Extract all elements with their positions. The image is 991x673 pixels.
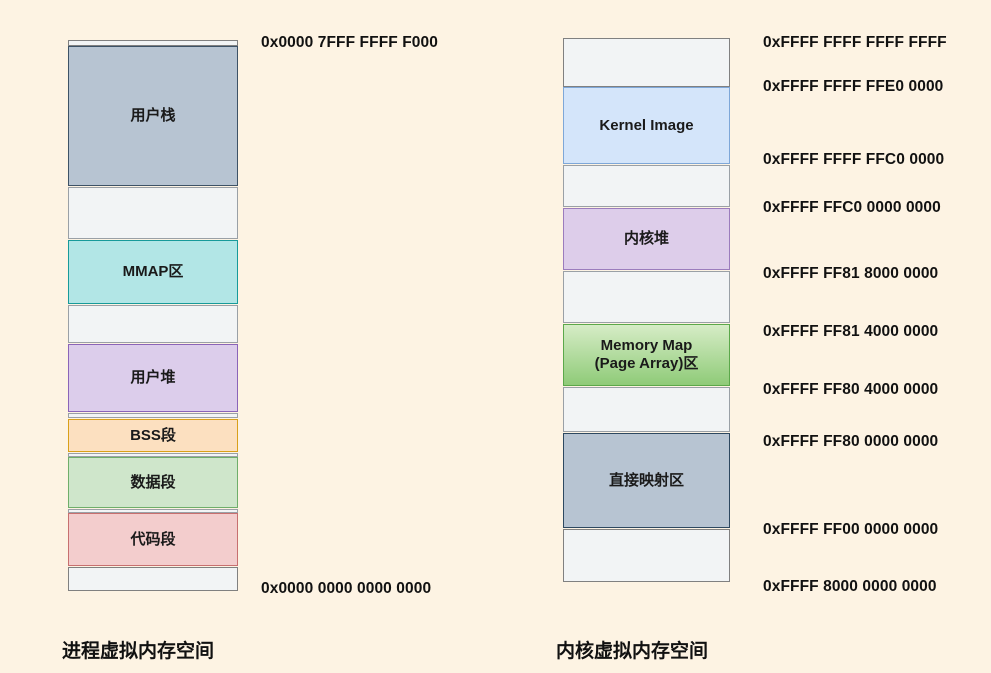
memory-gap-block: [563, 529, 730, 582]
address-label: 0x0000 0000 0000 0000: [261, 580, 432, 597]
memory-gap-block: [563, 165, 730, 207]
memory-gap-block: [68, 453, 238, 457]
memory-region-block: 内核堆: [563, 208, 730, 270]
memory-region-label: 内核堆: [623, 230, 669, 247]
memory-region-block: 数据段: [68, 457, 238, 508]
process-column-title: 进程虚拟内存空间: [62, 641, 215, 662]
memory-region-label: BSS段: [130, 426, 176, 444]
address-label: 0xFFFF FFFF FFC0 0000: [763, 151, 945, 168]
memory-region-label: 直接映射区: [608, 471, 684, 489]
memory-region-label: 代码段: [130, 530, 176, 548]
memory-region-label: MMAP区: [122, 263, 184, 280]
address-label: 0xFFFF FFFF FFE0 0000: [763, 78, 944, 95]
memory-region-block: Kernel Image: [563, 87, 730, 164]
kernel-column-title: 内核虚拟内存空间: [556, 641, 709, 662]
address-label: 0xFFFF FF81 4000 0000: [763, 323, 939, 340]
memory-gap-block: [68, 509, 238, 513]
address-label: 0xFFFF FFC0 0000 0000: [763, 199, 941, 216]
address-label: 0xFFFF FF80 0000 0000: [763, 433, 939, 450]
address-label: 0xFFFF FFFF FFFF FFFF: [763, 34, 947, 51]
memory-region-block: BSS段: [68, 419, 238, 452]
address-label: 0xFFFF FF80 4000 0000: [763, 381, 939, 398]
memory-gap-block: [68, 40, 238, 46]
address-label: 0x0000 7FFF FFFF F000: [261, 34, 438, 51]
memory-region-label: 用户栈: [130, 107, 176, 124]
address-label: 0xFFFF FF81 8000 0000: [763, 265, 939, 282]
memory-region-block: Memory Map (Page Array)区: [563, 324, 730, 386]
memory-gap-block: [68, 567, 238, 591]
address-label: 0xFFFF 8000 0000 0000: [763, 578, 937, 595]
memory-region-label: 用户堆: [130, 369, 176, 386]
kernel-virtual-memory-column: Kernel Image 内核堆 Memory Map (Page Array)区直…: [563, 0, 730, 673]
memory-gap-block: [68, 413, 238, 418]
memory-region-label: 数据段: [130, 473, 176, 491]
address-label: 0xFFFF FF00 0000 0000: [763, 521, 939, 538]
memory-region-block: 用户堆: [68, 344, 238, 412]
memory-gap-block: [563, 387, 730, 432]
memory-region-label: Memory Map (Page Array)区: [594, 337, 699, 372]
memory-region-block: 代码段: [68, 513, 238, 566]
memory-region-block: MMAP区: [68, 240, 238, 304]
memory-region-label: Kernel Image: [599, 116, 694, 134]
memory-gap-block: [563, 271, 730, 323]
memory-gap-block: [68, 305, 238, 343]
memory-region-block: 用户栈: [68, 46, 238, 186]
memory-gap-block: [563, 38, 730, 87]
memory-gap-block: [68, 187, 238, 239]
process-virtual-memory-column: 用户栈 MMAP区用户堆 BSS段数据段代码段: [68, 0, 238, 673]
memory-region-block: 直接映射区: [563, 433, 730, 528]
